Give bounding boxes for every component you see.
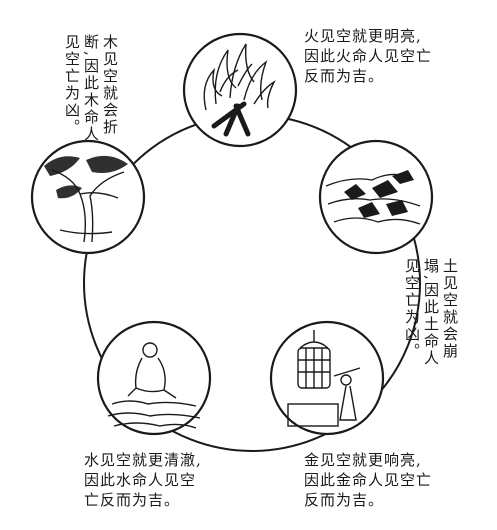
water-caption-line: 因此水命人见空 <box>84 471 197 489</box>
metal-caption-line: 因此金命人见空亡 <box>304 471 433 489</box>
water-caption-line: 亡反而为吉。 <box>84 491 181 509</box>
fire-caption: 火见空就更明亮, 因此火命人见空亡 反而为吉。 <box>304 26 432 86</box>
wood-caption: 木见空就会折 断,因此木命人 见空亡为凶。 <box>62 34 119 143</box>
wood-caption-line: 木见空就会折 <box>101 34 119 136</box>
wood-caption-line: 断,因此木命人 <box>82 34 100 143</box>
earth-illustration <box>318 139 434 255</box>
metal-caption-line: 反而为吉。 <box>304 491 385 509</box>
water-caption-line: 水见空就更清澈, <box>84 451 202 469</box>
wood-caption-line: 见空亡为凶。 <box>63 34 81 136</box>
earth-caption-line: 塌,因此土命人 <box>422 258 440 367</box>
fire-illustration <box>182 32 298 148</box>
fire-caption-line: 火见空就更明亮, <box>304 27 422 45</box>
metal-illustration <box>269 320 385 436</box>
earth-caption: 土见空就会崩 塌,因此土命人 见空亡为凶。 <box>402 258 459 367</box>
metal-caption-line: 金见空就更响亮, <box>304 451 422 469</box>
fire-caption-line: 反而为吉。 <box>304 67 385 85</box>
earth-caption-line: 见空亡为凶。 <box>403 258 421 360</box>
metal-caption: 金见空就更响亮, 因此金命人见空亡 反而为吉。 <box>304 450 432 510</box>
earth-caption-line: 土见空就会崩 <box>441 258 459 360</box>
fire-caption-line: 因此火命人见空亡 <box>304 47 433 65</box>
wood-illustration <box>30 139 146 255</box>
water-caption: 水见空就更清澈, 因此水命人见空 亡反而为吉。 <box>84 450 202 510</box>
water-illustration <box>96 320 212 436</box>
